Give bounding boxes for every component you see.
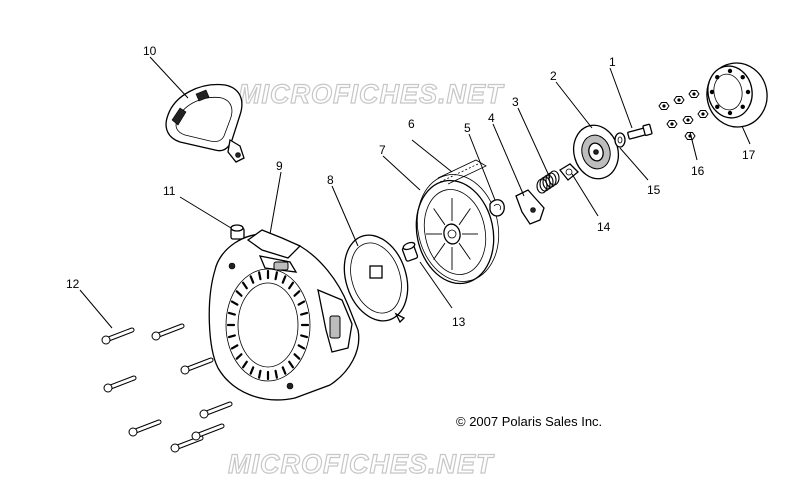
part-coil-spring bbox=[536, 170, 560, 194]
callout-6: 6 bbox=[408, 117, 415, 131]
leader-lines bbox=[79, 56, 751, 329]
part-bolts bbox=[101, 323, 233, 453]
part-pawl bbox=[515, 189, 545, 225]
part-clip bbox=[559, 163, 579, 181]
part-plug bbox=[230, 224, 245, 240]
callout-10: 10 bbox=[143, 44, 157, 58]
cup-holes bbox=[709, 68, 751, 116]
part-nuts bbox=[658, 90, 709, 140]
callout-7: 7 bbox=[379, 143, 386, 157]
callout-14: 14 bbox=[597, 220, 611, 234]
callout-9: 9 bbox=[276, 159, 283, 173]
part-starter-housing bbox=[208, 229, 360, 401]
callout-labels: 1 2 3 4 5 6 7 8 9 10 11 12 13 14 15 16 1… bbox=[66, 44, 756, 329]
callout-13: 13 bbox=[452, 315, 466, 329]
callout-5: 5 bbox=[464, 121, 471, 135]
part-drum bbox=[572, 124, 620, 180]
pulley-spokes bbox=[426, 198, 478, 270]
part-washer-plate bbox=[343, 234, 409, 324]
part-small-spring bbox=[489, 199, 505, 217]
callout-2: 2 bbox=[550, 69, 557, 83]
copyright-text: © 2007 Polaris Sales Inc. bbox=[456, 414, 602, 429]
callout-16: 16 bbox=[691, 164, 705, 178]
callout-3: 3 bbox=[512, 95, 519, 109]
callout-15: 15 bbox=[647, 183, 661, 197]
callout-4: 4 bbox=[488, 111, 495, 125]
part-bolt bbox=[627, 123, 653, 140]
watermark-bottom: MICROFICHES.NET bbox=[228, 449, 495, 479]
part-pulley bbox=[415, 159, 500, 285]
part-handle bbox=[165, 83, 245, 163]
callout-1: 1 bbox=[609, 55, 616, 69]
callout-8: 8 bbox=[327, 173, 334, 187]
housing-vent-slots bbox=[226, 269, 310, 381]
callout-12: 12 bbox=[66, 277, 80, 291]
part-washer bbox=[614, 132, 626, 148]
callout-11: 11 bbox=[163, 184, 176, 198]
part-cup bbox=[706, 62, 768, 128]
callout-17: 17 bbox=[742, 148, 756, 162]
part-bushing bbox=[401, 241, 419, 262]
watermark-top: MICROFICHES.NET bbox=[238, 79, 505, 109]
